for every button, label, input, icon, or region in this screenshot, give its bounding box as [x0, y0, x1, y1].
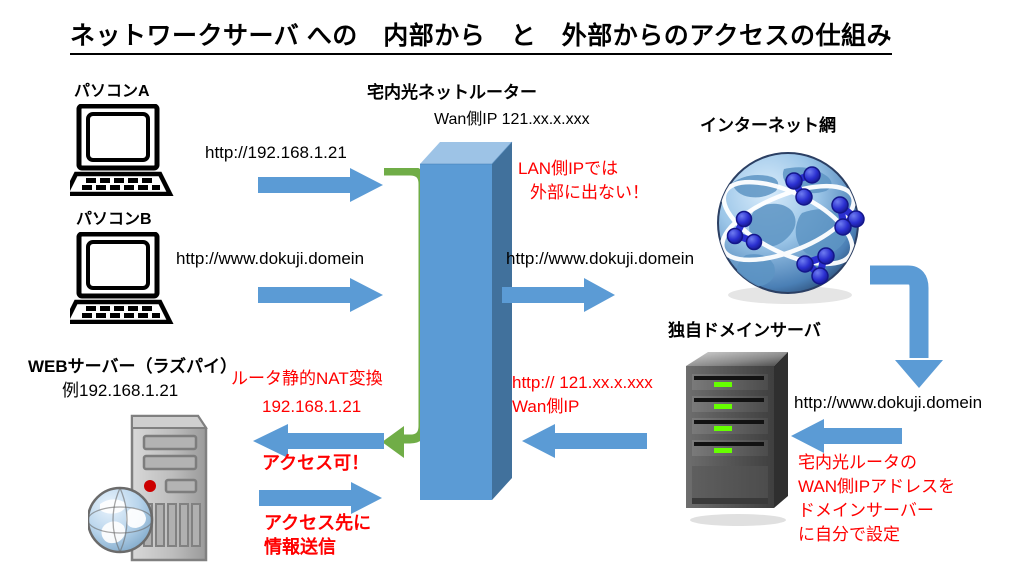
router-title: 宅内光ネットルーター: [367, 83, 537, 102]
pc-a-url-label: http://192.168.1.21: [205, 143, 347, 162]
pc-b-url-label: http://www.dokuji.domein: [176, 249, 365, 268]
web-server-label: WEBサーバー（ラズパイ）: [28, 357, 238, 376]
router-prism-icon: [418, 136, 514, 511]
arrow-left-icon-nat: [252, 423, 384, 464]
tower-server-icon: [86, 408, 210, 576]
router-lan-note-line1: LAN側IPでは: [518, 159, 619, 178]
page-title: ネットワークサーバ への 内部から と 外部からのアクセスの仕組み: [70, 22, 892, 55]
pc-b-label: パソコンB: [76, 211, 152, 228]
send-note-line2: 情報送信: [264, 537, 336, 557]
domain-server-note-line1: 宅内光ルータの: [798, 453, 917, 472]
domain-server-note-line3: ドメインサーバー: [798, 501, 934, 520]
domain-server-url: http://www.dokuji.domein: [794, 393, 983, 412]
router-wan-return-line2: Wan側IP: [512, 397, 580, 416]
arrow-left-icon-wan-return: [521, 423, 647, 464]
arrow-right-icon-pc-a: [258, 167, 384, 208]
router-lan-note-line2: 外部に出ない！: [530, 183, 649, 202]
globe-icon: [86, 486, 154, 554]
domain-server-label: 独自ドメインサーバ: [668, 321, 821, 340]
nat-note-line2: 192.168.1.21: [262, 397, 362, 416]
pc-a-label: パソコンA: [74, 83, 150, 100]
desktop-computer-icon-a: [62, 103, 178, 201]
router-wan-ip-label: Wan側IP 121.xx.x.xxx: [434, 111, 590, 128]
arrow-right-icon-router-out: [502, 277, 616, 318]
desktop-computer-icon-b: [62, 231, 178, 329]
blue-bend-arrow-icon: [862, 262, 944, 395]
arrow-left-icon-domain-out: [790, 418, 902, 459]
send-note-line1: アクセス先に: [264, 513, 372, 533]
arrow-right-icon-send: [259, 481, 383, 520]
domain-server-note-line2: WAN側IPアドレスを: [798, 477, 956, 496]
rack-server-icon: [678, 348, 796, 531]
domain-server-note-line4: に自分で設定: [798, 525, 900, 544]
access-ok-label: アクセス可！: [262, 453, 370, 473]
internet-label: インターネット網: [700, 116, 836, 135]
router-wan-return-line1: http:// 121.xx.x.xxx: [512, 373, 653, 392]
web-server-ip-label: 例192.168.1.21: [62, 381, 179, 400]
arrow-right-icon-pc-b: [258, 277, 384, 318]
nat-note-line1: ルータ静的NAT変換: [231, 369, 383, 388]
globe-network-icon: [706, 143, 874, 316]
router-outgoing-url: http://www.dokuji.domein: [506, 249, 695, 268]
